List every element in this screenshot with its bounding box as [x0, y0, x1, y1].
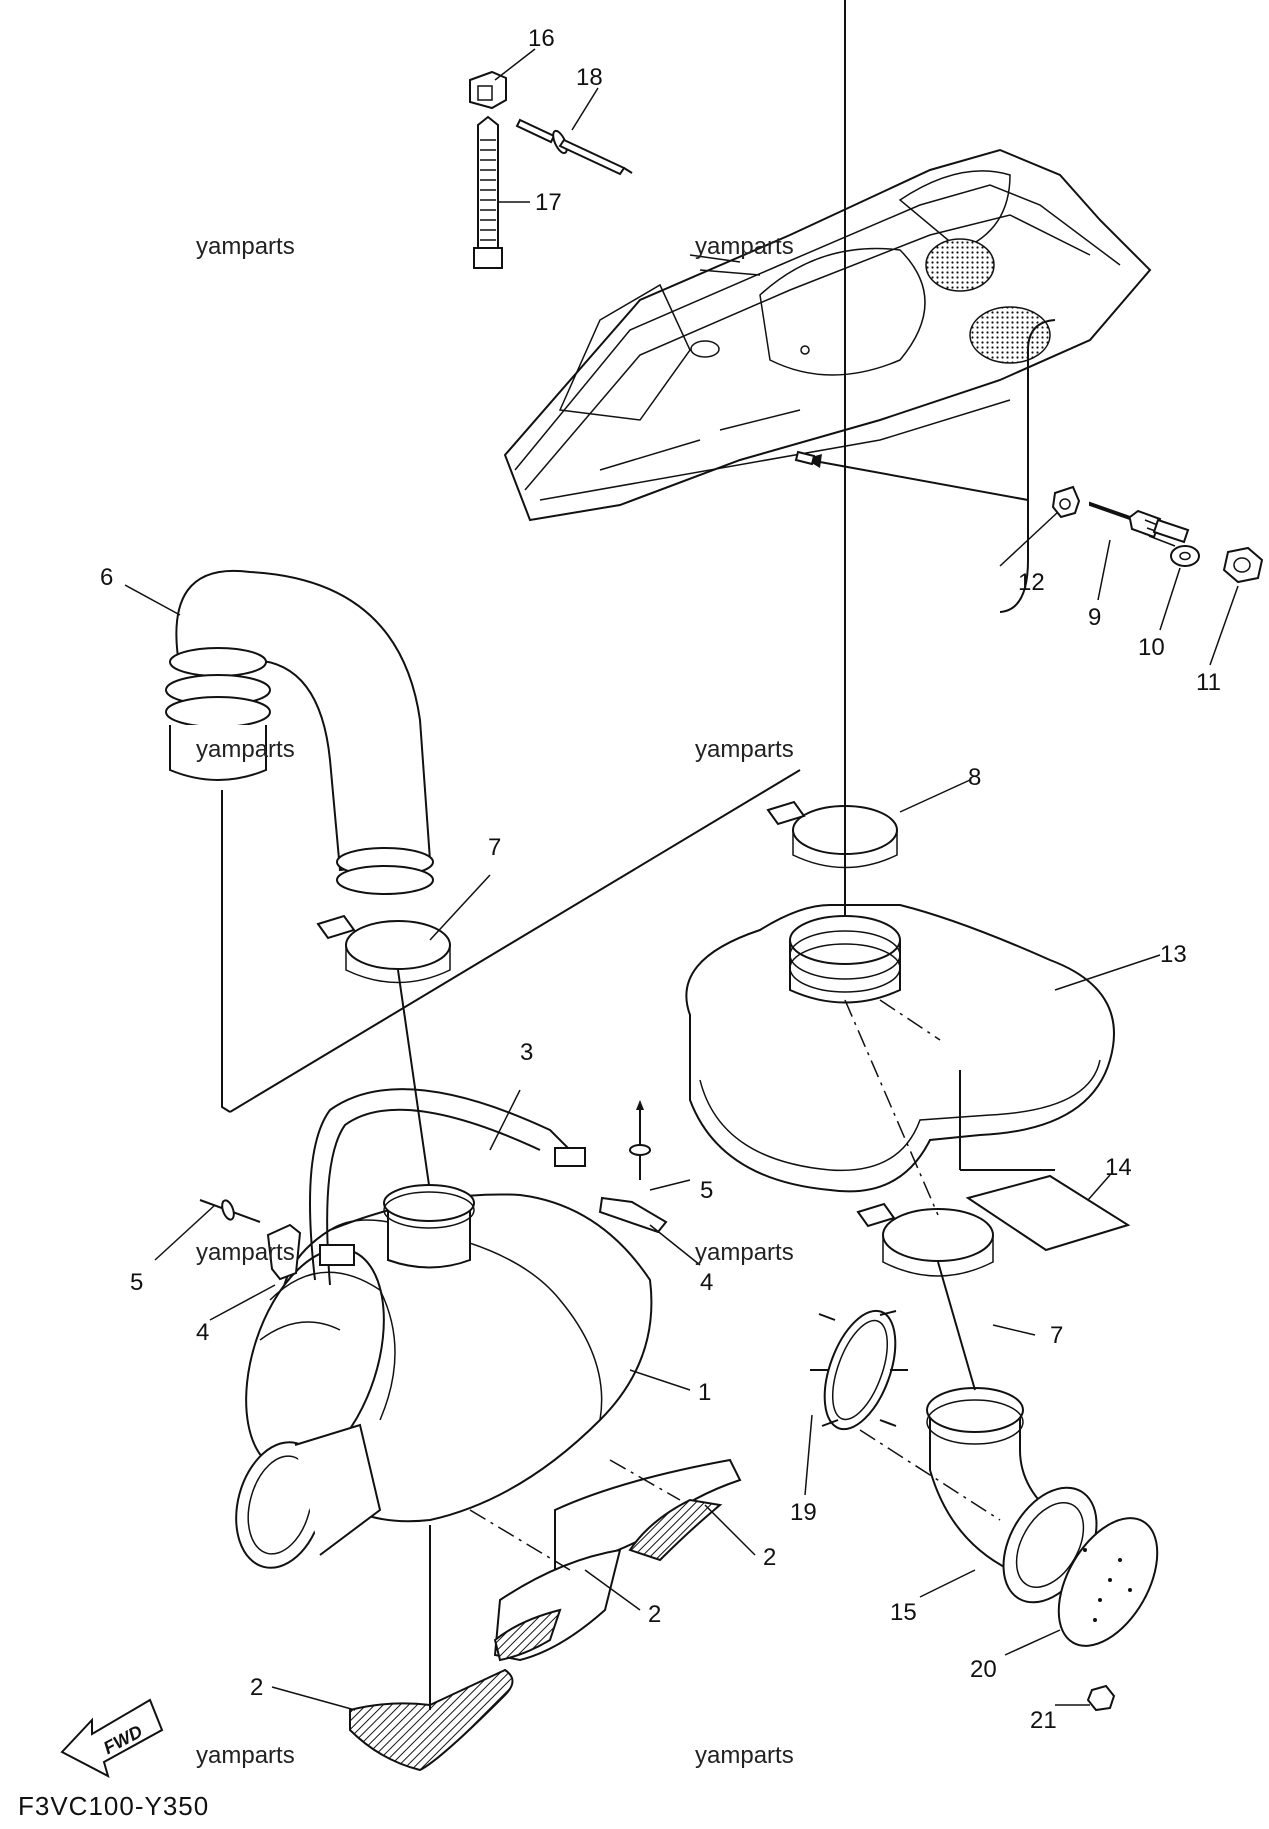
callout-4: 4 [196, 1319, 209, 1346]
construction-lines [221, 0, 1055, 1710]
watermark: yamparts [196, 736, 295, 763]
part-1-airbox [235, 1088, 653, 1569]
callout-5: 5 [700, 1177, 713, 1204]
callout-13: 13 [1160, 941, 1187, 968]
watermark: yamparts [196, 1239, 295, 1266]
part-13-box [685, 904, 1115, 1193]
part-6-elbow [165, 569, 434, 895]
callout-1: 1 [698, 1379, 711, 1406]
diagram-code: F3VC100-Y350 [18, 1791, 209, 1821]
callout-3: 3 [520, 1039, 533, 1066]
detail-fasteners [1051, 485, 1264, 584]
callout-9: 9 [1088, 604, 1101, 631]
fwd-arrow-icon: FWD [60, 1698, 164, 1778]
part-15-duct [926, 1387, 1159, 1712]
watermark: yamparts [695, 1742, 794, 1769]
watercraft-overview [503, 148, 1152, 522]
callout-2: 2 [648, 1601, 661, 1628]
watermark: yamparts [695, 233, 794, 260]
brackets-and-pins [199, 1100, 668, 1281]
watermark: yamparts [695, 736, 794, 763]
callout-7: 7 [1050, 1322, 1063, 1349]
watermarks: yamparts yamparts yamparts yamparts yamp… [196, 233, 794, 1769]
leader-lines [124, 48, 1239, 1711]
callout-20: 20 [970, 1656, 997, 1683]
part-14-pad [965, 1174, 1131, 1252]
callout-5: 5 [130, 1269, 143, 1296]
callout-19: 19 [790, 1499, 817, 1526]
part-2-pads [349, 1458, 742, 1772]
callout-2: 2 [763, 1544, 776, 1571]
watermark: yamparts [196, 1742, 295, 1769]
callout-18: 18 [576, 64, 603, 91]
callout-7: 7 [488, 834, 501, 861]
callout-17: 17 [535, 189, 562, 216]
callout-14: 14 [1105, 1154, 1132, 1181]
callout-2: 2 [250, 1674, 263, 1701]
callout-16: 16 [528, 25, 555, 52]
watermark: yamparts [196, 233, 295, 260]
part-19-ring [810, 1309, 908, 1431]
callout-6: 6 [100, 564, 113, 591]
callout-12: 12 [1018, 569, 1045, 596]
clip-and-ties [469, 70, 633, 269]
callouts: 16 18 17 6 7 8 13 3 5 14 5 4 4 7 1 19 2 … [100, 25, 1221, 1734]
callout-15: 15 [890, 1599, 917, 1626]
callout-11: 11 [1196, 669, 1221, 696]
detail-bracket [794, 319, 1056, 613]
callout-21: 21 [1030, 1707, 1057, 1734]
callout-4: 4 [700, 1269, 713, 1296]
callout-10: 10 [1138, 634, 1165, 661]
callout-8: 8 [968, 764, 981, 791]
watermark: yamparts [695, 1239, 794, 1266]
